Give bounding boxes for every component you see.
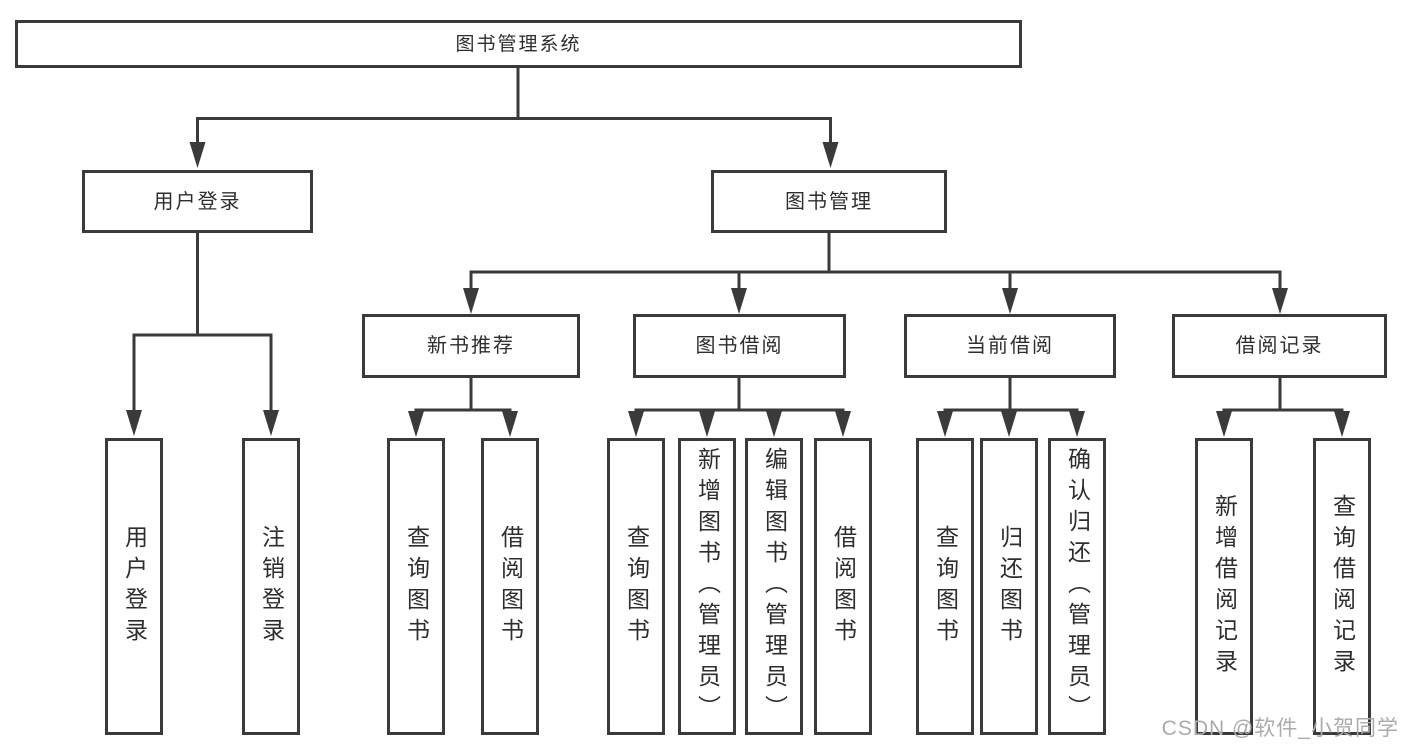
connector-lines bbox=[132, 68, 1344, 412]
connector-root bbox=[196, 68, 832, 145]
arrow-down-icon bbox=[822, 142, 839, 168]
leaf-confirm-return-admin: 确认归还（管理员） bbox=[1048, 438, 1106, 735]
connector-current-borrow bbox=[943, 378, 1079, 412]
leaf-add-books-admin: 新增图书（管理员） bbox=[678, 438, 736, 735]
arrow-down-icon bbox=[699, 411, 715, 437]
node-root: 图书管理系统 bbox=[15, 20, 1022, 68]
node-book-borrow-label: 图书借阅 bbox=[695, 335, 784, 357]
node-new-book-recommend-label: 新书推荐 bbox=[427, 335, 515, 357]
node-user-login-label: 用户登录 bbox=[153, 190, 242, 213]
leaf-query-borrow-record: 查询借阅记录 bbox=[1313, 438, 1371, 735]
node-current-borrow-label: 当前借阅 bbox=[966, 335, 1054, 357]
node-book-management: 图书管理 bbox=[711, 170, 947, 233]
leaf-logout: 注销登录 bbox=[242, 438, 300, 735]
arrow-down-icon bbox=[1216, 411, 1232, 437]
leaf-query-books-recommend: 查询图书 bbox=[387, 438, 445, 735]
connector-book-borrow bbox=[634, 378, 845, 412]
arrow-down-icon bbox=[189, 142, 206, 168]
arrow-down-icon bbox=[263, 410, 279, 436]
node-borrow-records-label: 借阅记录 bbox=[1235, 335, 1324, 357]
arrow-down-icon bbox=[1272, 288, 1288, 314]
leaf-user-login-label: 用户登录 bbox=[121, 524, 148, 649]
node-book-borrow: 图书借阅 bbox=[633, 314, 846, 378]
leaf-query-books-current-label: 查询图书 bbox=[932, 524, 959, 649]
leaf-query-borrow-record-label: 查询借阅记录 bbox=[1329, 493, 1356, 680]
leaf-borrow-books-label: 借阅图书 bbox=[830, 524, 857, 649]
arrowheads bbox=[126, 142, 1350, 437]
arrow-down-icon bbox=[502, 411, 518, 437]
node-borrow-records: 借阅记录 bbox=[1172, 314, 1387, 378]
leaf-query-books-recommend-label: 查询图书 bbox=[403, 524, 430, 649]
arrow-down-icon bbox=[628, 411, 644, 437]
leaf-add-borrow-record: 新增借阅记录 bbox=[1195, 438, 1253, 735]
leaf-query-books-borrow-label: 查询图书 bbox=[623, 524, 650, 649]
leaf-add-books-admin-label: 新增图书（管理员） bbox=[694, 447, 721, 726]
node-root-label: 图书管理系统 bbox=[455, 33, 582, 55]
arrow-down-icon bbox=[1002, 288, 1018, 314]
arrow-down-icon bbox=[408, 411, 424, 437]
csdn-watermark: CSDN @软件_小贺同学 bbox=[1161, 717, 1399, 740]
arrow-down-icon bbox=[126, 410, 142, 436]
leaf-return-books: 归还图书 bbox=[980, 438, 1038, 735]
arrow-down-icon bbox=[937, 411, 953, 437]
arrow-down-icon bbox=[766, 411, 782, 437]
arrow-down-icon bbox=[1334, 411, 1350, 437]
node-new-book-recommend: 新书推荐 bbox=[362, 314, 580, 378]
leaf-logout-label: 注销登录 bbox=[258, 524, 285, 649]
arrow-down-icon bbox=[1001, 411, 1017, 437]
connector-borrow-records bbox=[1222, 378, 1344, 412]
leaf-add-borrow-record-label: 新增借阅记录 bbox=[1211, 493, 1238, 680]
arrow-down-icon bbox=[463, 288, 479, 314]
arrow-down-icon bbox=[731, 288, 747, 314]
arrow-down-icon bbox=[835, 411, 851, 437]
leaf-confirm-return-admin-label: 确认归还（管理员） bbox=[1064, 447, 1091, 726]
arrow-down-icon bbox=[1069, 411, 1085, 437]
leaf-edit-books-admin-label: 编辑图书（管理员） bbox=[761, 447, 788, 726]
leaf-query-books-current: 查询图书 bbox=[916, 438, 974, 735]
connector-user-login bbox=[132, 233, 273, 412]
node-user-login: 用户登录 bbox=[82, 170, 313, 233]
leaf-return-books-label: 归还图书 bbox=[996, 524, 1023, 649]
leaf-query-books-borrow: 查询图书 bbox=[607, 438, 665, 735]
connector-new-book-recommend bbox=[414, 378, 512, 412]
leaf-borrow-books: 借阅图书 bbox=[814, 438, 872, 735]
node-book-management-label: 图书管理 bbox=[785, 190, 873, 213]
leaf-edit-books-admin: 编辑图书（管理员） bbox=[745, 438, 803, 735]
leaf-user-login: 用户登录 bbox=[105, 438, 163, 735]
leaf-borrow-books-recommend-label: 借阅图书 bbox=[497, 524, 524, 649]
connector-book-management bbox=[469, 233, 1282, 290]
node-current-borrow: 当前借阅 bbox=[904, 314, 1116, 378]
leaf-borrow-books-recommend: 借阅图书 bbox=[481, 438, 539, 735]
